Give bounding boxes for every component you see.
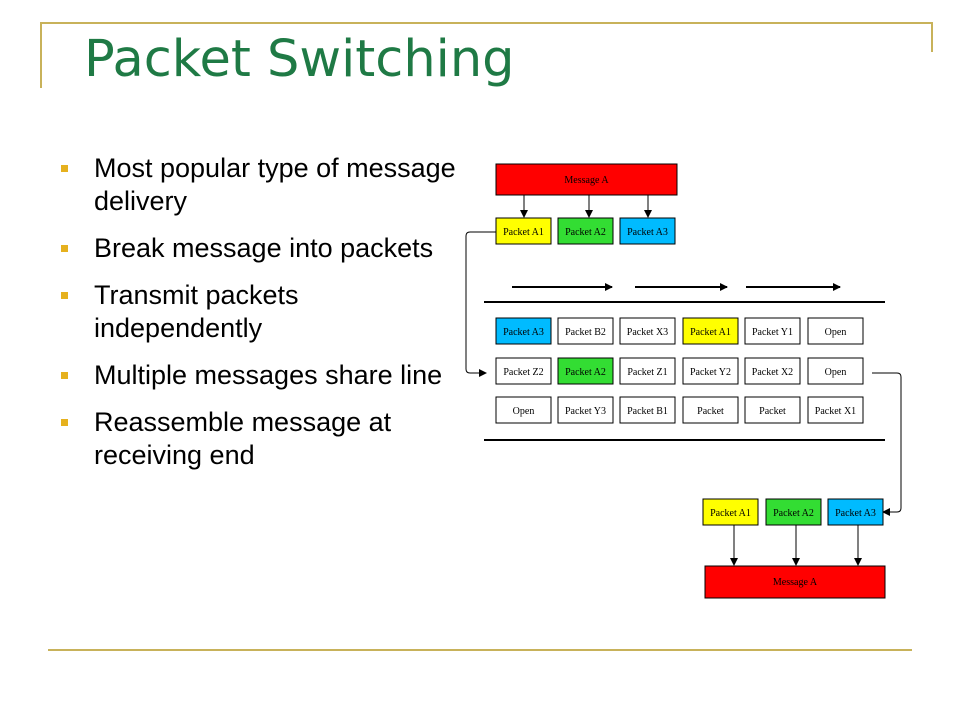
grid-cell-label: Packet Z1	[627, 367, 667, 378]
bullet-item: Most popular type of message delivery	[58, 152, 458, 218]
dest-packet-a3	[827, 498, 884, 526]
dest-packet-label: Packet A2	[773, 508, 814, 519]
grid-cell-label: Packet X1	[815, 406, 856, 417]
grid-cell-label: Packet A3	[503, 327, 544, 338]
grid-cell-label: Packet A1	[690, 327, 731, 338]
grid-cell	[619, 396, 676, 424]
grid-cell-label: Packet A2	[565, 367, 606, 378]
grid-cell	[682, 317, 739, 345]
grid-cell-label: Packet Y2	[690, 367, 731, 378]
grid-cell	[495, 357, 552, 385]
source-message-box	[495, 163, 678, 196]
grid-cell-label: Open	[825, 327, 847, 338]
frame-bottom-line	[48, 649, 912, 651]
bullet-item: Multiple messages share line	[58, 359, 458, 392]
source-packet-a3	[619, 217, 676, 245]
source-packet-label: Packet A1	[503, 227, 544, 238]
grid-cell	[744, 396, 801, 424]
grid-cell	[744, 317, 801, 345]
frame-left-line	[40, 22, 42, 88]
grid-cell-label: Packet	[697, 406, 724, 417]
dest-packet-a1	[702, 498, 759, 526]
grid-cell-label: Open	[825, 367, 847, 378]
grid-cell-label: Packet Y3	[565, 406, 606, 417]
source-message-label: Message A	[564, 175, 609, 186]
bullet-text: Most popular type of message delivery	[94, 153, 456, 216]
grid-cell	[557, 317, 614, 345]
grid-cell	[619, 357, 676, 385]
source-packet-label: Packet A2	[565, 227, 606, 238]
bullet-text: Reassemble message at receiving end	[94, 407, 392, 470]
grid-cell	[744, 357, 801, 385]
source-packet-a1	[495, 217, 552, 245]
grid-cell	[557, 396, 614, 424]
grid-cell	[619, 317, 676, 345]
grid-cell-label: Packet	[759, 406, 786, 417]
grid-cell	[807, 357, 864, 385]
bullet-text: Break message into packets	[94, 233, 434, 263]
grid-cell-label: Packet X3	[627, 327, 668, 338]
square-bullet-icon	[61, 292, 68, 299]
grid-cell-label: Packet Z2	[503, 367, 543, 378]
frame-top-line	[40, 22, 933, 24]
source-packet-label: Packet A3	[627, 227, 668, 238]
square-bullet-icon	[61, 419, 68, 426]
route-into-line-arrow-icon	[465, 231, 496, 377]
frame-right-line	[931, 22, 933, 52]
square-bullet-icon	[61, 372, 68, 379]
grid-cell-label: Open	[513, 406, 535, 417]
grid-cell-label: Packet B1	[627, 406, 668, 417]
dest-packet-label: Packet A3	[835, 508, 876, 519]
bullet-text: Transmit packets independently	[94, 280, 299, 343]
grid-cell	[557, 357, 614, 385]
grid-cell	[807, 317, 864, 345]
dest-message-box	[704, 565, 886, 599]
dest-packet-label: Packet A1	[710, 508, 751, 519]
grid-cell-label: Packet Y1	[752, 327, 793, 338]
source-packet-a2	[557, 217, 614, 245]
dest-packet-a2	[765, 498, 822, 526]
grid-cell	[495, 396, 552, 424]
grid-cell-label: Packet B2	[565, 327, 606, 338]
bullet-item: Transmit packets independently	[58, 279, 458, 345]
square-bullet-icon	[61, 165, 68, 172]
square-bullet-icon	[61, 245, 68, 252]
bullet-item: Reassemble message at receiving end	[58, 406, 458, 472]
grid-cell	[682, 357, 739, 385]
route-out-of-line-arrow-icon	[872, 372, 902, 516]
dest-message-label: Message A	[773, 577, 818, 588]
grid-cell	[495, 317, 552, 345]
bullet-list: Most popular type of message delivery Br…	[58, 152, 458, 486]
bullet-item: Break message into packets	[58, 232, 458, 265]
grid-cell	[807, 396, 864, 424]
slide-title: Packet Switching	[84, 30, 515, 89]
grid-cell	[682, 396, 739, 424]
grid-cell-label: Packet X2	[752, 367, 793, 378]
bullet-text: Multiple messages share line	[94, 360, 443, 390]
